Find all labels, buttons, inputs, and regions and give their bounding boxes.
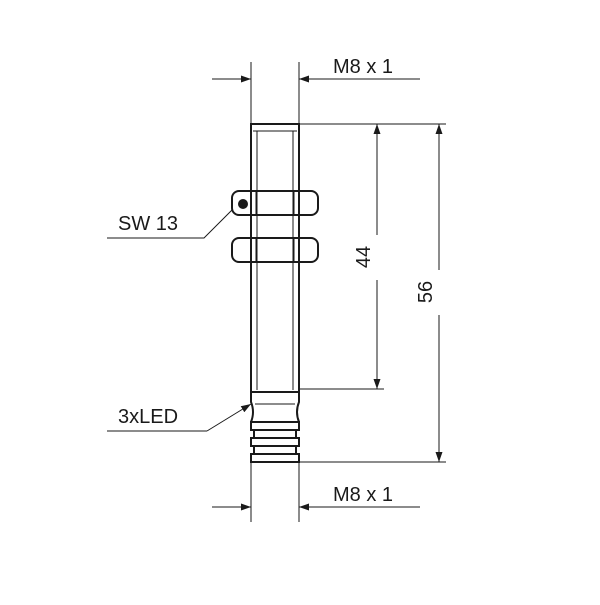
upper-nut <box>231 190 319 216</box>
top-thread-dimension: M8 x 1 <box>212 56 420 124</box>
dimension-56-label: 56 <box>415 281 437 303</box>
thread-label-top: M8 x 1 <box>333 56 393 78</box>
length-44-dimension: 44 <box>353 124 381 389</box>
wrench-size-callout: SW 13 <box>107 209 233 239</box>
sensor-body <box>231 123 319 463</box>
lower-nut <box>231 237 319 263</box>
led-label: 3xLED <box>118 406 178 428</box>
thread-label-bottom: M8 x 1 <box>333 484 393 506</box>
length-56-dimension: 56 <box>415 124 443 462</box>
extension-lines <box>299 123 446 463</box>
dimension-44-label: 44 <box>353 246 375 268</box>
led-indicator-dot <box>238 199 248 209</box>
bottom-thread-dimension: M8 x 1 <box>212 462 420 522</box>
led-callout: 3xLED <box>107 403 252 432</box>
sensor-barrel <box>250 123 300 393</box>
led-ring-section <box>250 392 300 423</box>
wrench-size-label: SW 13 <box>118 213 178 235</box>
connector <box>250 421 300 463</box>
